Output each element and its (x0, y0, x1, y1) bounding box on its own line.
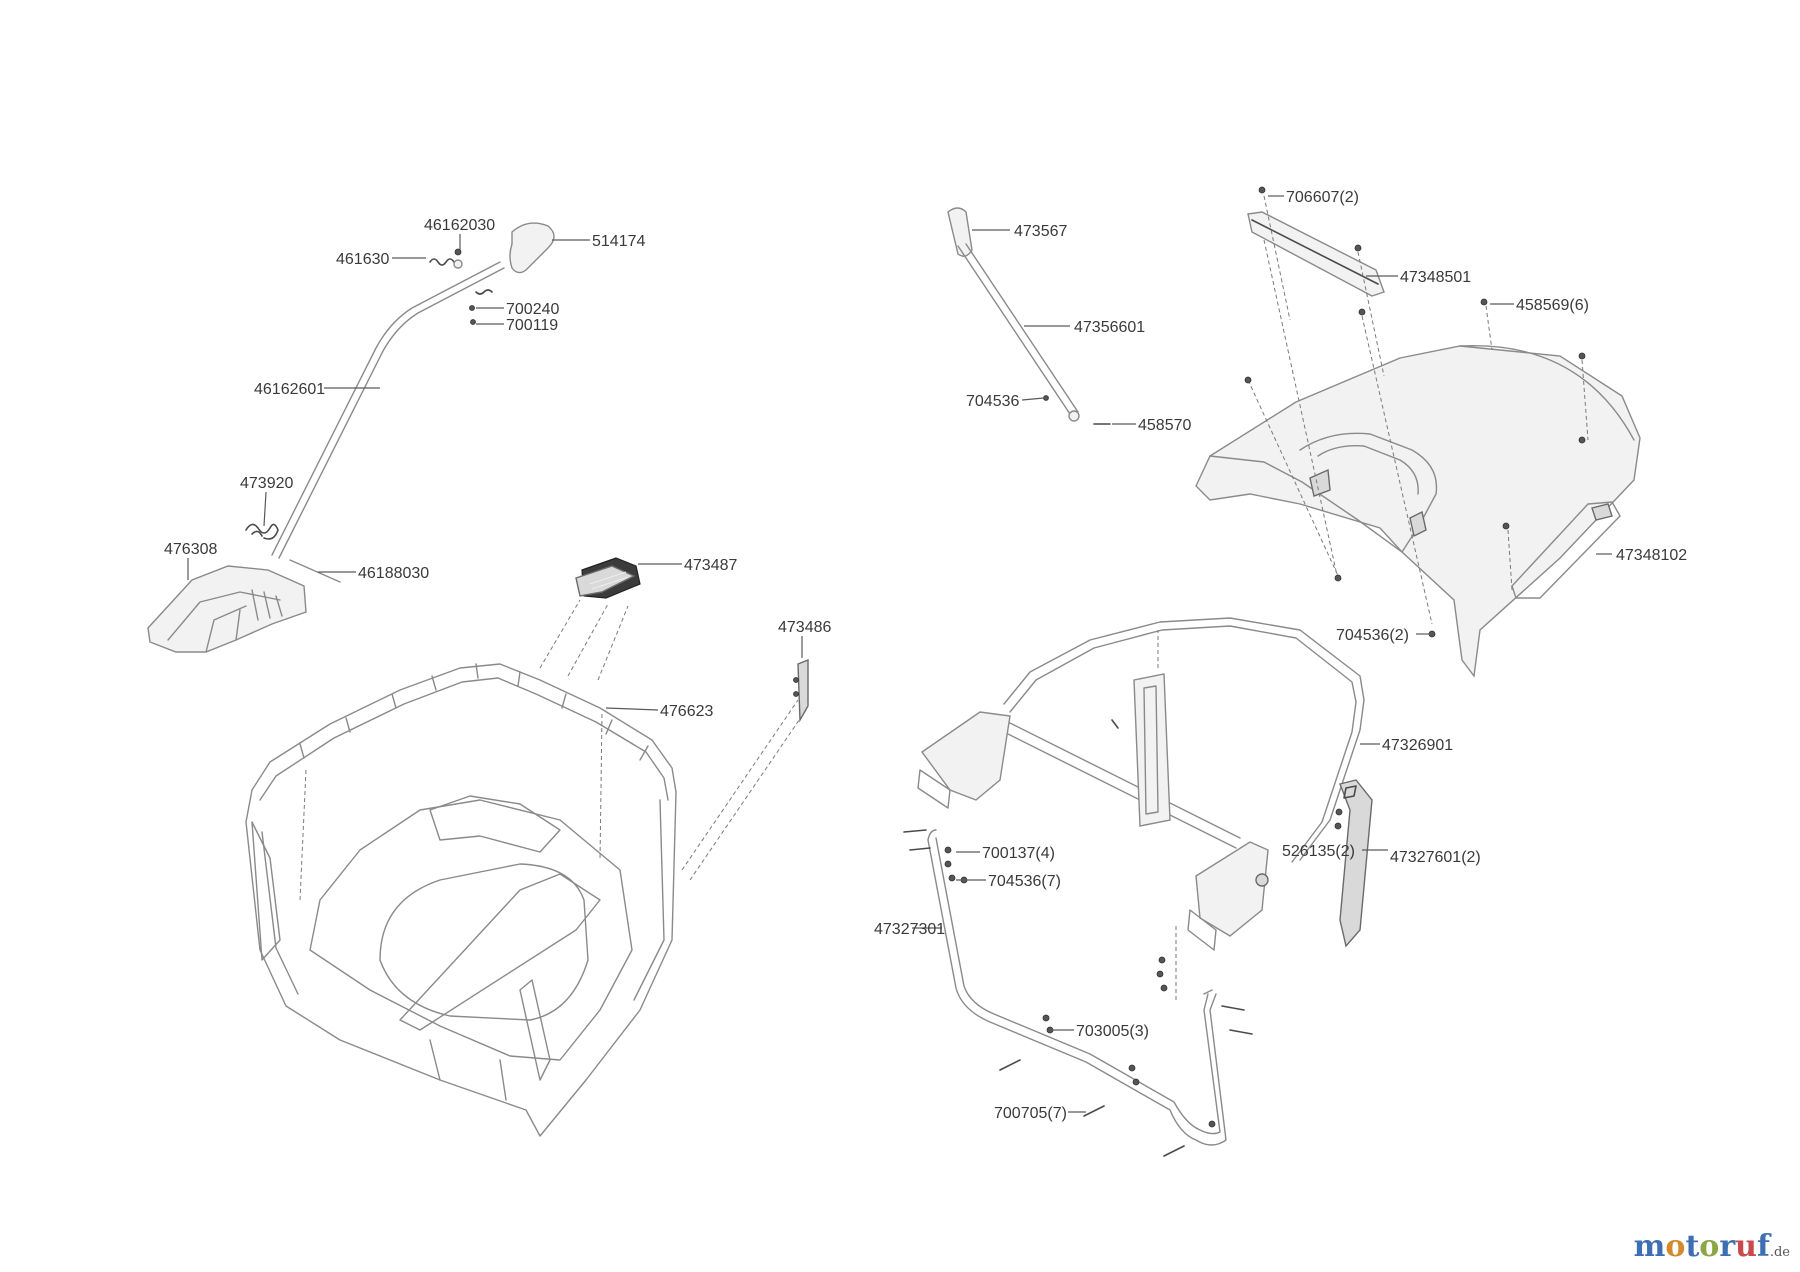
part-label: 700705(7) (994, 1105, 1067, 1122)
part-label: 46162030 (424, 217, 495, 234)
part-label: 476308 (164, 541, 217, 558)
part-label: 700240 (506, 301, 559, 318)
handle-plate (575, 557, 641, 599)
part-label: 47348102 (1616, 547, 1687, 564)
part-label: 706607(2) (1286, 189, 1359, 206)
part-label: 526135(2) (1282, 843, 1355, 860)
part-label: 476623 (660, 703, 713, 720)
part-label: 473567 (1014, 223, 1067, 240)
grass-bag-frame (903, 617, 1373, 1157)
part-label: 473920 (240, 475, 293, 492)
part-label: 47327601(2) (1390, 849, 1481, 866)
part-label: 704536 (966, 393, 1019, 410)
part-label: 473487 (684, 557, 737, 574)
part-label: 461630 (336, 251, 389, 268)
part-label: 514174 (592, 233, 645, 250)
leader-lines (187, 195, 1612, 1113)
part-label: 47326901 (1382, 737, 1453, 754)
part-label: 704536(2) (1336, 627, 1409, 644)
part-label: 458569(6) (1516, 297, 1589, 314)
part-label: 47327301 (874, 921, 945, 938)
side-clip (793, 658, 809, 723)
part-label: 700119 (506, 317, 558, 334)
part-labels: 46162030 461630 514174 700240 700119 461… (164, 189, 1687, 1122)
grass-bag-handle (947, 207, 1111, 425)
grass-bag-lid (1195, 186, 1641, 678)
part-label: 46188030 (358, 565, 429, 582)
part-label: 700137(4) (982, 845, 1055, 862)
part-label: 704536(7) (988, 873, 1061, 890)
part-label: 47348501 (1400, 269, 1471, 286)
lever-assembly (147, 222, 555, 653)
part-label: 458570 (1138, 417, 1191, 434)
part-label: 46162601 (254, 381, 325, 398)
part-label: 473486 (778, 619, 831, 636)
grass-bag-body (245, 599, 807, 1137)
motoruf-logo: motoruf.de (1633, 1229, 1790, 1264)
part-label: 703005(3) (1076, 1023, 1149, 1040)
part-label: 47356601 (1074, 319, 1145, 336)
